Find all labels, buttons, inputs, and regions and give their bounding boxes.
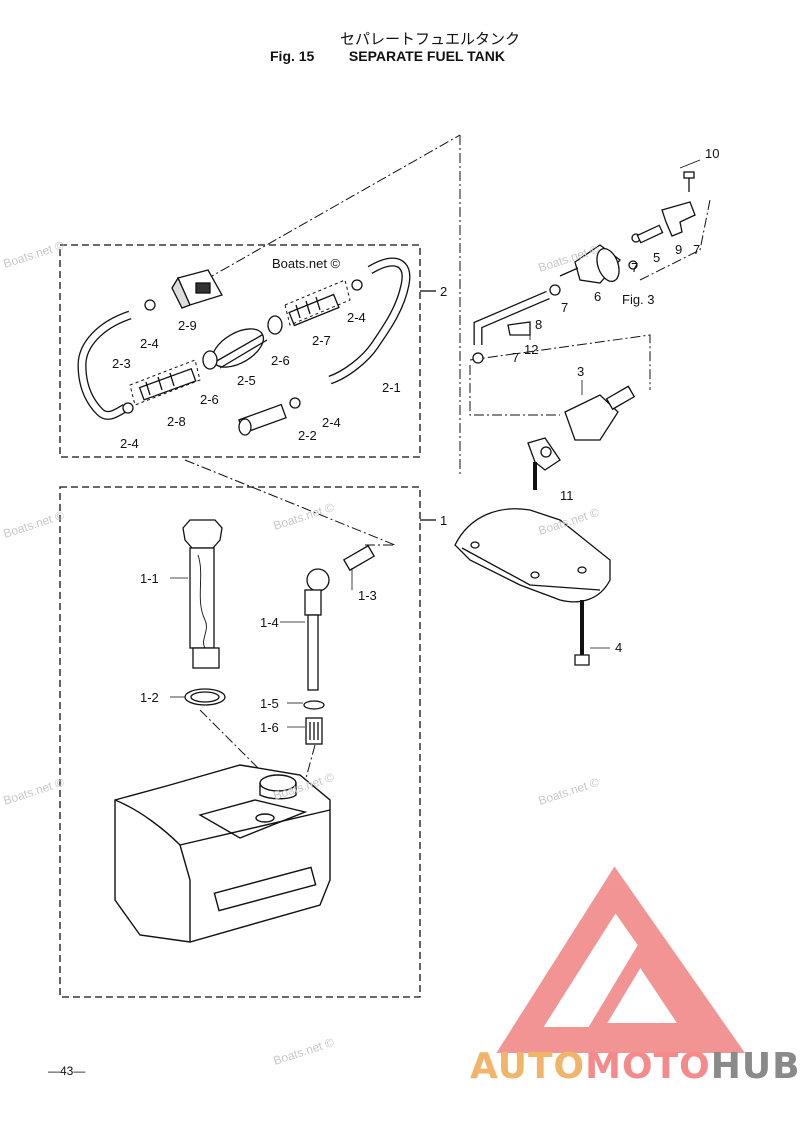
label-2-4-b: 2-4 [120,436,139,451]
label-8: 8 [535,317,542,332]
label-2-1: 2-1 [382,380,401,395]
connector-2-7 [288,293,340,327]
fitting-1-3 [342,544,376,572]
label-2-2: 2-2 [298,428,317,443]
watermark: Boats.net © [272,256,341,271]
label-2: 2 [440,284,447,299]
pickup-tube-1-4 [304,568,330,691]
connector-2-9 [171,269,223,309]
label-2-4-c: 2-4 [322,415,341,430]
watermark: Boats.net © [272,500,336,533]
label-4: 4 [615,640,622,655]
label-7-d: 7 [693,242,700,257]
watermark: Boats.net © [2,508,66,541]
logo-part-2: MOTO [585,1046,711,1087]
logo-mark [496,866,745,1053]
clip-12 [507,321,531,336]
label-2-8: 2-8 [167,414,186,429]
label-1-2: 1-2 [140,690,159,705]
label-1-1: 1-1 [140,571,159,586]
label-2-3: 2-3 [112,356,131,371]
label-1-6: 1-6 [260,720,279,735]
label-2-6-a: 2-6 [271,353,290,368]
watermark: Boats.net © [272,1035,336,1068]
label-11: 11 [560,488,574,503]
label-2-6-b: 2-6 [200,392,219,407]
label-fig-3: Fig. 3 [622,292,655,307]
engine-cowling [454,508,611,603]
hose-2-1 [328,257,411,385]
label-12: 12 [524,342,538,357]
watermark: Boats.net © [2,775,66,808]
label-1-5: 1-5 [260,696,279,711]
fuel-filter-6 [559,244,621,284]
label-2-9: 2-9 [178,318,197,333]
label-7-b: 7 [561,300,568,315]
figure-title: Fig. 15 SEPARATE FUEL TANK [270,48,505,64]
label-2-4-d: 2-4 [347,310,366,325]
fitting-2-2 [238,403,287,436]
title-japanese: セパレートフュエルタンク [340,30,521,48]
label-7-a: 7 [512,350,519,365]
logo-part-3: HUB [710,1046,800,1087]
fuel-tank [114,764,331,943]
watermark: Boats.net © [537,775,601,808]
fuel-line-8 [473,290,550,345]
watermark: Boats.net © [2,238,66,271]
group-box-2 [59,244,421,458]
screw-4 [574,600,590,666]
label-10: 10 [705,146,719,161]
figure-name: SEPARATE FUEL TANK [348,48,505,64]
label-6: 6 [594,289,601,304]
label-1-4: 1-4 [260,615,279,630]
label-9: 9 [675,242,682,257]
ring-1-5 [303,700,325,710]
label-5: 5 [653,250,660,265]
logo-part-1: AUTO [470,1046,586,1087]
figure-number: Fig. 15 [270,48,315,64]
fuel-gauge-1-1 [182,519,223,669]
label-2-5: 2-5 [237,373,256,388]
bolt-10 [683,171,695,192]
label-3: 3 [577,364,584,379]
logo-wordmark: AUTOMOTOHUB [470,1046,800,1087]
label-1: 1 [440,513,447,528]
label-2-4-a: 2-4 [140,336,159,351]
lever-11 [527,437,561,490]
primer-bulb-2-5 [211,328,268,369]
bracket-9 [661,201,696,237]
label-7-c: 7 [631,260,638,275]
page-number: —43— [48,1064,86,1078]
fuel-connector-3 [564,385,636,441]
label-2-7: 2-7 [312,333,331,348]
connector-2-8 [138,367,197,401]
label-1-3: 1-3 [358,588,377,603]
group-box-1 [59,486,421,998]
